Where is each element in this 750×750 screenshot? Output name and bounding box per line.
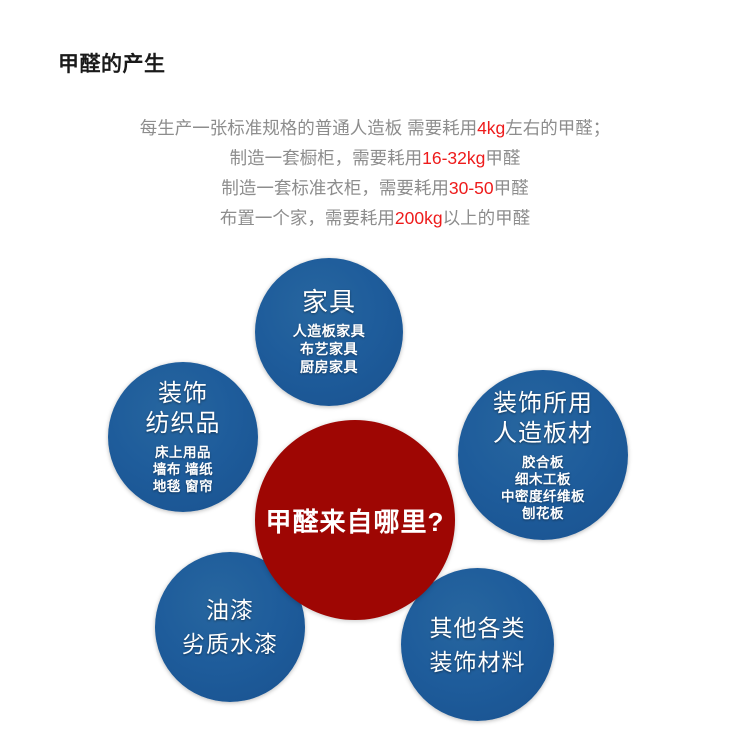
intro-text: 以上的甲醛 [442, 208, 531, 228]
bubble-title-line: 装饰材料 [429, 648, 526, 675]
intro-line-3: 制造一套标准衣柜，需要耗用30-50甲醛 [0, 173, 750, 203]
page-title: 甲醛的产生 [58, 53, 166, 76]
bubble-title-line: 纺织品 [145, 410, 221, 437]
bubble-item: 刨花板 [522, 505, 564, 521]
intro-text: 每生产一张标准规格的普通人造板 需要耗用 [139, 118, 478, 138]
intro-highlight: 16-32kg [422, 148, 486, 168]
bubble-panels-title: 装饰所用人造板材 [493, 389, 593, 449]
bubble-title-line: 装饰所用 [493, 389, 593, 417]
intro-line-1: 每生产一张标准规格的普通人造板 需要耗用4kg左右的甲醛； [0, 113, 750, 143]
bubble-textiles-title: 装饰纺织品 [146, 379, 221, 439]
intro-highlight: 4kg [477, 118, 506, 138]
bubble-textiles-items: 床上用品墙布 墙纸地毯 窗帘 [153, 444, 213, 495]
bubble-other[interactable]: 其他各类装饰材料 [401, 568, 554, 721]
intro-text: 布置一个家，需要耗用 [219, 208, 395, 228]
bubble-title-line: 劣质水漆 [182, 631, 278, 657]
bubble-title-line: 装饰 [158, 380, 208, 407]
bubble-furniture[interactable]: 家具 人造板家具布艺家具厨房家具 [255, 258, 403, 406]
intro-paragraph: 每生产一张标准规格的普通人造板 需要耗用4kg左右的甲醛； 制造一套橱柜，需要耗… [0, 113, 750, 233]
bubble-item: 中密度纤维板 [501, 488, 585, 504]
bubble-title-line: 油漆 [206, 597, 254, 623]
intro-line-2: 制造一套橱柜，需要耗用16-32kg甲醛 [0, 143, 750, 173]
intro-highlight: 200kg [394, 208, 443, 228]
bubble-panels-items: 胶合板细木工板中密度纤维板刨花板 [501, 454, 585, 522]
bubble-panels[interactable]: 装饰所用人造板材 胶合板细木工板中密度纤维板刨花板 [458, 370, 628, 540]
intro-text: 制造一套橱柜，需要耗用 [229, 148, 423, 168]
bubble-item: 地毯 窗帘 [152, 479, 214, 494]
bubble-item: 墙布 墙纸 [152, 462, 214, 477]
bubble-furniture-items: 人造板家具布艺家具厨房家具 [293, 322, 366, 376]
bubble-item: 人造板家具 [292, 323, 366, 339]
bubble-item: 细木工板 [515, 471, 571, 487]
intro-text: 甲醛 [485, 148, 521, 168]
bubble-paint[interactable]: 油漆劣质水漆 [155, 552, 305, 702]
bubble-paint-title: 油漆劣质水漆 [182, 593, 278, 661]
intro-line-4: 布置一个家，需要耗用200kg以上的甲醛 [0, 203, 750, 233]
intro-text: 甲醛 [493, 178, 529, 198]
diagram-hub[interactable]: 甲醛来自哪里? [255, 420, 455, 620]
bubble-item: 胶合板 [522, 454, 564, 470]
bubble-item: 床上用品 [154, 445, 211, 460]
bubble-textiles[interactable]: 装饰纺织品 床上用品墙布 墙纸地毯 窗帘 [108, 362, 258, 512]
bubble-title-line: 家具 [301, 287, 356, 317]
intro-text: 左右的甲醛； [505, 118, 611, 138]
bubble-title-line: 人造板材 [493, 419, 593, 447]
bubble-other-title: 其他各类装饰材料 [430, 611, 526, 679]
bubble-item: 厨房家具 [300, 359, 358, 375]
bubble-title-line: 其他各类 [429, 614, 526, 641]
bubble-item: 布艺家具 [300, 341, 358, 357]
bubble-furniture-title: 家具 [302, 288, 356, 317]
intro-highlight: 30-50 [448, 178, 494, 198]
diagram-hub-label: 甲醛来自哪里? [265, 506, 445, 537]
intro-text: 制造一套标准衣柜，需要耗用 [221, 178, 449, 198]
